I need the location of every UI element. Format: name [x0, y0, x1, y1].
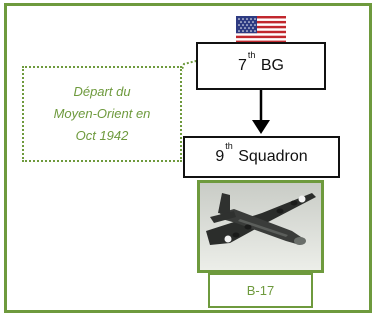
bomb-group-number: 7	[238, 57, 247, 74]
bomb-group-label: 7th BG	[238, 50, 284, 75]
squadron-name: Squadron	[238, 148, 308, 165]
bomb-group-name: BG	[260, 57, 284, 74]
squadron-label: 9th Squadron	[215, 141, 308, 166]
callout-line-1: Départ du	[73, 84, 131, 99]
callout-line-2: Moyen-Orient en	[53, 106, 151, 121]
bomb-group-ordinal: th	[247, 49, 256, 60]
aircraft-photo	[197, 180, 324, 273]
squadron-number: 9	[215, 148, 225, 165]
squadron-box: 9th Squadron	[183, 136, 340, 178]
b17-bomber-icon	[200, 183, 321, 270]
departure-callout: Départ du Moyen-Orient en Oct 1942	[22, 66, 182, 162]
squadron-ordinal: th	[225, 140, 233, 151]
aircraft-label: B-17	[208, 273, 313, 308]
callout-line-3: Oct 1942	[75, 128, 129, 143]
bomb-group-box: 7th BG	[196, 42, 326, 90]
